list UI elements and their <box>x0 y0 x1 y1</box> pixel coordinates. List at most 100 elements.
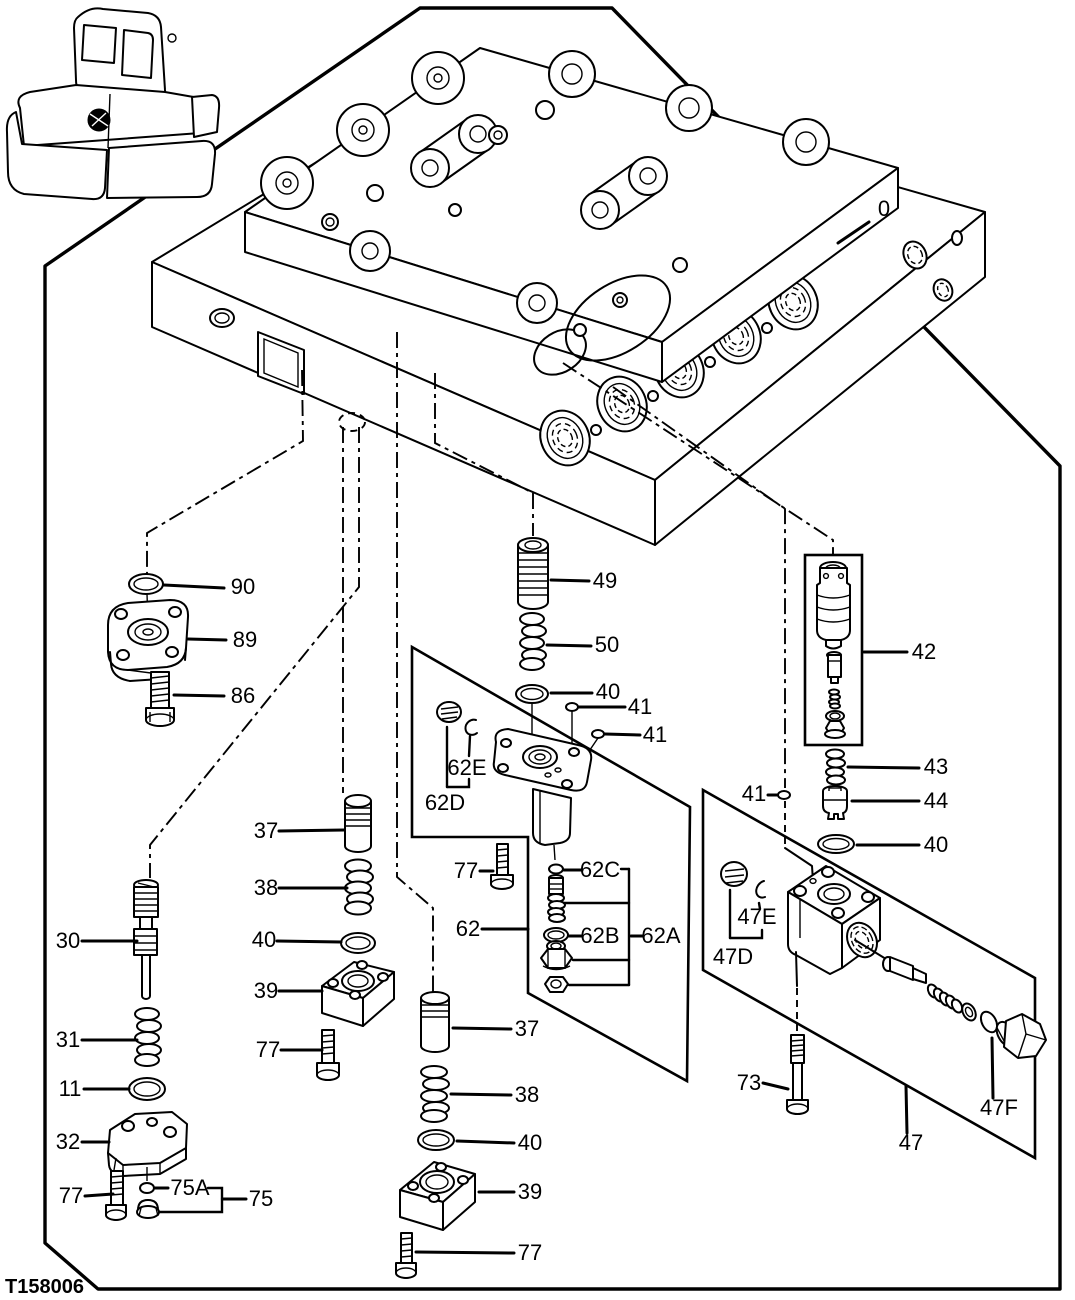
callout-89: 89 <box>233 627 257 652</box>
leader-line-47 <box>904 1084 909 1135</box>
callout-40: 40 <box>518 1130 542 1155</box>
part-ring-62C <box>548 863 564 875</box>
part-spring-38-1 <box>344 858 374 916</box>
callout-77: 77 <box>518 1240 542 1265</box>
callout-43: 43 <box>924 754 948 779</box>
part-oring-40-right <box>817 834 855 854</box>
part-spring-50 <box>519 612 547 671</box>
part-bolt-77-3 <box>395 1232 417 1279</box>
part-poppet-spring-62 <box>547 874 566 923</box>
excavator-icon <box>5 7 221 201</box>
part-ring-41-c <box>777 790 791 800</box>
part-hexplug-47 <box>995 1013 1047 1059</box>
callout-75a: 75A <box>170 1175 209 1200</box>
part-plug-37-1 <box>344 794 372 853</box>
leader-line-40 <box>455 1139 516 1145</box>
part-plug-37-2 <box>420 991 450 1053</box>
leader-line-77 <box>83 1192 115 1198</box>
callout-90: 90 <box>231 574 255 599</box>
callout-62c: 62C <box>580 857 620 882</box>
part-oring-90 <box>128 573 164 595</box>
callout-62e: 62E <box>447 755 486 780</box>
leader-line-40 <box>275 939 343 944</box>
part-bolt-73 <box>786 1034 809 1115</box>
callout-38: 38 <box>254 875 278 900</box>
block-edge-lobes <box>260 50 830 324</box>
callout-77: 77 <box>256 1037 280 1062</box>
part-block-39-1 <box>321 960 395 1027</box>
callout-31: 31 <box>56 1027 80 1052</box>
callout-layer: 09089864950404141424344404147E47D62E62D3… <box>5 196 1018 1298</box>
callout-62a: 62A <box>641 923 680 948</box>
block-end-ports <box>902 230 963 302</box>
callout-50: 50 <box>595 632 619 657</box>
part-plug-75 <box>136 1199 160 1219</box>
block-top-pads <box>410 114 672 376</box>
part-oring-40-center <box>515 684 549 704</box>
callout-41: 41 <box>628 694 652 719</box>
callout-62b: 62B <box>580 923 619 948</box>
callout-47f: 47F <box>980 1095 1018 1120</box>
part-spool-30 <box>133 879 159 1000</box>
part-ring-41-a <box>565 702 579 712</box>
callout-40: 40 <box>596 679 620 704</box>
part-block-39-2 <box>399 1161 476 1231</box>
block-left-ports <box>209 308 305 395</box>
subassembly-box-42 <box>803 553 864 747</box>
part-oring-11 <box>128 1077 166 1101</box>
callout-39: 39 <box>518 1179 542 1204</box>
leader-line-37 <box>451 1026 513 1031</box>
leader-line-73 <box>761 1081 790 1091</box>
part-poppet-47 <box>882 956 927 984</box>
part-snapring-62E <box>464 718 478 736</box>
callout-73: 73 <box>737 1070 761 1095</box>
part-plug-62D <box>436 701 462 723</box>
leader-line-43 <box>846 765 921 770</box>
part-ring-41-b <box>591 729 605 739</box>
leader-line-0 <box>836 220 871 245</box>
callout-32: 32 <box>56 1129 80 1154</box>
leader-line-86 <box>172 693 226 698</box>
leader-line-90 <box>162 583 226 590</box>
part-bolt-77-2 <box>316 1029 340 1081</box>
bracket-47DE <box>728 888 764 940</box>
part-bolt-77-1 <box>490 843 514 890</box>
callout-62d: 62D <box>425 790 465 815</box>
callout-49: 49 <box>593 568 617 593</box>
leader-line-41 <box>603 732 642 737</box>
part-oring-62B <box>543 927 569 943</box>
part-bolt-86 <box>145 671 175 727</box>
part-nut-62-2 <box>544 976 569 993</box>
callout-41: 41 <box>742 781 766 806</box>
part-washer-47 <box>961 1002 977 1022</box>
callout-44: 44 <box>924 788 948 813</box>
callout-75: 75 <box>249 1186 273 1211</box>
part-oring-40-1 <box>340 932 376 954</box>
part-plug-47D <box>720 861 748 887</box>
bracket-62A <box>562 867 631 987</box>
part-plug-49 <box>517 537 549 610</box>
callout-77: 77 <box>59 1183 83 1208</box>
part-spring-38-2 <box>420 1065 450 1123</box>
leader-line-38 <box>449 1092 513 1097</box>
callout-37: 37 <box>515 1016 539 1041</box>
callout-41: 41 <box>643 722 667 747</box>
callout-11: 11 <box>59 1076 82 1101</box>
part-spring-31 <box>134 1007 162 1067</box>
callout-77: 77 <box>454 858 478 883</box>
callout-37: 37 <box>254 818 278 843</box>
callout-86: 86 <box>231 683 255 708</box>
part-nut-62-1 <box>540 940 573 971</box>
bracket-62DE <box>445 725 472 789</box>
part-body-47 <box>787 865 881 987</box>
callout-39: 39 <box>254 978 278 1003</box>
part-oring-40-2 <box>417 1129 455 1151</box>
callout-30: 30 <box>56 928 80 953</box>
part-cartridge-42 <box>816 561 851 739</box>
leader-line-49 <box>549 578 591 583</box>
subassembly-box-47 <box>701 787 1037 1161</box>
part-spring-47 <box>926 983 964 1014</box>
callout-t158006: T158006 <box>5 1276 84 1298</box>
part-cover-89 <box>107 599 190 682</box>
